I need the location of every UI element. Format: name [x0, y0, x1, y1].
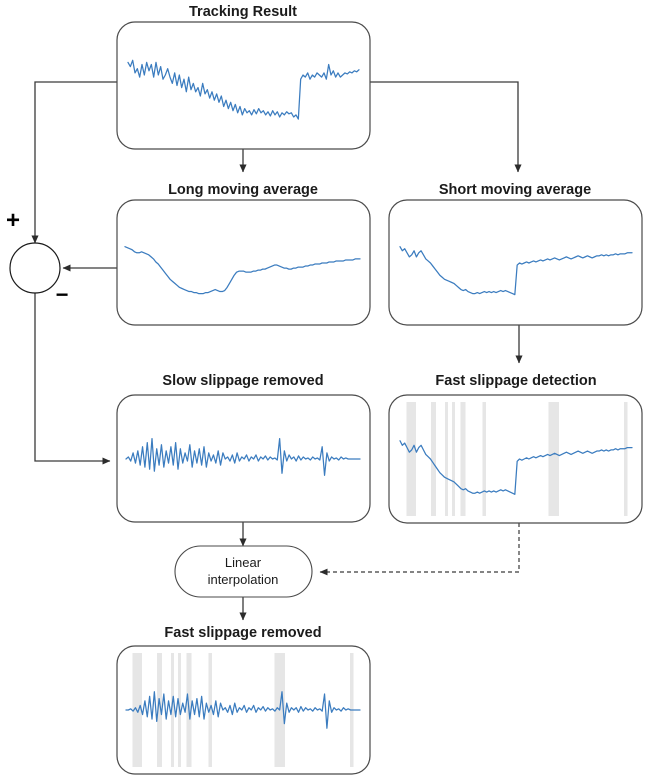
long-moving-average-panel[interactable] — [116, 199, 371, 326]
summing-junction-circle[interactable] — [9, 242, 61, 294]
node-tracking-result[interactable]: Tracking Result — [116, 4, 371, 150]
detection-band — [406, 402, 416, 516]
fast-slippage-detection-plot — [399, 402, 633, 516]
node-fast-slippage-detection[interactable]: Fast slippage detection — [388, 373, 643, 524]
detection-band — [548, 402, 559, 516]
fast-slippage-detection-panel[interactable] — [388, 394, 643, 524]
slow-slippage-removed-title: Slow slippage removed — [162, 373, 323, 389]
connector-layer — [31, 81, 523, 621]
fast-slippage-removed-panel[interactable] — [116, 645, 371, 775]
detection-band — [431, 402, 436, 516]
fast-slippage-removed-plot — [125, 653, 361, 767]
detection-band — [460, 402, 466, 516]
detection-band — [445, 402, 448, 516]
linear-interpolation-pill[interactable] — [174, 545, 313, 598]
summing-junction[interactable]: + − — [6, 207, 68, 307]
signal-trace — [125, 437, 361, 476]
detection-band — [624, 402, 628, 516]
node-fast-slippage-removed[interactable]: Fast slippage removed — [116, 625, 371, 775]
signal-trace — [124, 246, 361, 295]
slow-slippage-removed-plot — [125, 437, 361, 476]
detection-band — [452, 402, 455, 516]
edge-fast-detection-to-interp-dashed — [319, 523, 520, 576]
long-moving-average-title: Long moving average — [168, 182, 318, 198]
plus-sign-label: + — [6, 207, 20, 234]
edge-tracking-to-short-ma — [370, 81, 522, 173]
node-slow-slippage-removed[interactable]: Slow slippage removed — [116, 373, 371, 523]
short-moving-average-panel[interactable] — [388, 199, 643, 326]
signal-trace — [127, 59, 360, 120]
tracking-result-plot — [127, 59, 360, 120]
fast-slippage-detection-title: Fast slippage detection — [435, 373, 596, 389]
short-moving-average-title: Short moving average — [439, 182, 591, 198]
node-long-moving-average[interactable]: Long moving average — [116, 182, 371, 326]
detection-band — [208, 653, 212, 767]
detection-band — [157, 653, 162, 767]
signal-trace — [125, 691, 361, 729]
tracking-result-panel[interactable] — [116, 21, 371, 150]
node-linear-interpolation[interactable]: Linear interpolation — [174, 545, 313, 598]
node-short-moving-average[interactable]: Short moving average — [388, 182, 643, 326]
detection-band — [482, 402, 486, 516]
edge-sum-to-slow-removed — [34, 293, 111, 465]
linear-interpolation-label-line2: interpolation — [208, 572, 279, 587]
short-moving-average-plot — [399, 246, 633, 296]
minus-sign-label: − — [56, 282, 69, 307]
long-moving-average-plot — [124, 246, 361, 295]
detection-band — [171, 653, 174, 767]
signal-trace — [399, 440, 633, 495]
edge-tracking-to-sum-plus — [31, 81, 117, 244]
fast-slippage-removed-title: Fast slippage removed — [164, 625, 321, 641]
tracking-result-title: Tracking Result — [189, 4, 297, 20]
signal-trace — [399, 246, 633, 296]
linear-interpolation-label-line1: Linear — [225, 555, 262, 570]
